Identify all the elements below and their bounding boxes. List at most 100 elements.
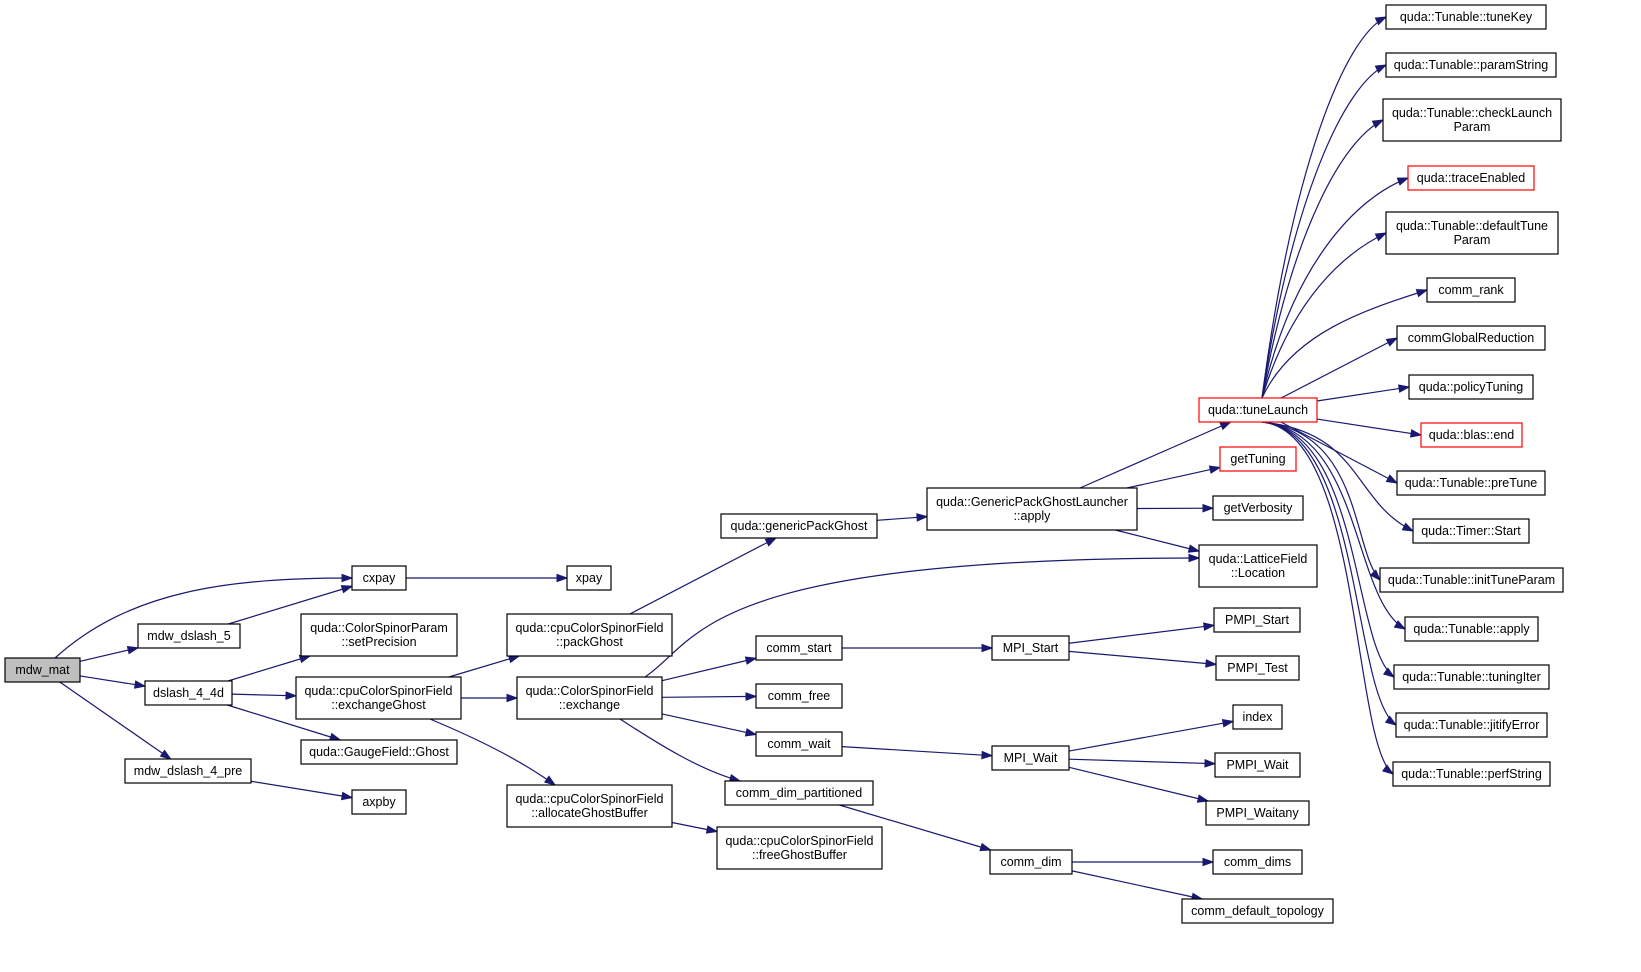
node-box[interactable]	[506, 784, 673, 828]
node-cpu-exchangeghost[interactable]: quda::cpuColorSpinorField::exchangeGhost	[295, 676, 462, 720]
node-mpi-wait[interactable]: MPI_Wait	[991, 745, 1070, 771]
node-tunekey[interactable]: quda::Tunable::tuneKey	[1385, 4, 1547, 30]
node-gettuning[interactable]: getTuning	[1219, 446, 1297, 472]
node-comm-dim[interactable]: comm_dim	[989, 849, 1073, 875]
node-box[interactable]	[1396, 325, 1546, 351]
node-box[interactable]	[716, 826, 883, 870]
node-mdw-dslash-5[interactable]: mdw_dslash_5	[137, 623, 241, 649]
node-comm-default-topology[interactable]: comm_default_topology	[1181, 898, 1334, 924]
node-box[interactable]	[1420, 422, 1523, 448]
node-box[interactable]	[4, 657, 81, 683]
node-box[interactable]	[1382, 98, 1562, 142]
node-paramstring[interactable]: quda::Tunable::paramString	[1385, 52, 1557, 78]
node-commglobalreduction[interactable]: commGlobalReduction	[1396, 325, 1546, 351]
node-box[interactable]	[137, 623, 241, 649]
node-box[interactable]	[1385, 52, 1557, 78]
node-box[interactable]	[1215, 655, 1300, 681]
node-box[interactable]	[1385, 4, 1547, 30]
node-box[interactable]	[1212, 495, 1304, 521]
node-mdw-mat[interactable]: mdw_mat	[4, 657, 81, 683]
node-box[interactable]	[1379, 567, 1564, 593]
node-box[interactable]	[1412, 518, 1530, 544]
node-box[interactable]	[1426, 277, 1516, 303]
node-tunelaunch[interactable]: quda::tuneLaunch	[1198, 397, 1318, 423]
node-box[interactable]	[1385, 211, 1559, 255]
node-inittuneparam[interactable]: quda::Tunable::initTuneParam	[1379, 567, 1564, 593]
node-comm-free[interactable]: comm_free	[755, 683, 843, 709]
node-setprecision[interactable]: quda::ColorSpinorParam::setPrecision	[300, 613, 458, 657]
node-comm-dim-partitioned[interactable]: comm_dim_partitioned	[724, 780, 874, 806]
node-box[interactable]	[1198, 544, 1318, 588]
node-tuningiter[interactable]: quda::Tunable::tuningIter	[1393, 664, 1550, 690]
node-cpu-freeghostbuffer[interactable]: quda::cpuColorSpinorField::freeGhostBuff…	[716, 826, 883, 870]
node-box[interactable]	[516, 676, 663, 720]
node-cpu-packghost[interactable]: quda::cpuColorSpinorField::packGhost	[506, 613, 673, 657]
node-comm-wait[interactable]: comm_wait	[755, 731, 843, 757]
node-box[interactable]	[1232, 704, 1283, 730]
node-pretune[interactable]: quda::Tunable::preTune	[1396, 470, 1546, 496]
node-box[interactable]	[989, 849, 1073, 875]
node-pmpi-test[interactable]: PMPI_Test	[1215, 655, 1300, 681]
node-mpi-start[interactable]: MPI_Start	[991, 635, 1070, 661]
node-index[interactable]: index	[1232, 704, 1283, 730]
node-csf-exchange[interactable]: quda::ColorSpinorField::exchange	[516, 676, 663, 720]
node-box[interactable]	[506, 613, 673, 657]
node-getverbosity[interactable]: getVerbosity	[1212, 495, 1304, 521]
node-comm-start[interactable]: comm_start	[755, 635, 843, 661]
node-box[interactable]	[755, 635, 843, 661]
node-box[interactable]	[300, 739, 458, 765]
node-perfstring[interactable]: quda::Tunable::perfString	[1392, 761, 1551, 787]
node-gauge-ghost[interactable]: quda::GaugeField::Ghost	[300, 739, 458, 765]
node-axpby[interactable]: axpby	[351, 789, 407, 815]
node-policytuning[interactable]: quda::policyTuning	[1408, 374, 1534, 400]
node-genericpackghost[interactable]: quda::genericPackGhost	[720, 513, 878, 539]
node-box[interactable]	[755, 731, 843, 757]
node-box[interactable]	[1213, 607, 1301, 633]
node-launcher-apply[interactable]: quda::GenericPackGhostLauncher::apply	[926, 487, 1138, 531]
node-box[interactable]	[724, 780, 874, 806]
node-comm-dims[interactable]: comm_dims	[1212, 849, 1303, 875]
node-box[interactable]	[144, 680, 233, 706]
node-cpu-allocateghostbuffer[interactable]: quda::cpuColorSpinorField::allocateGhost…	[506, 784, 673, 828]
node-jitifyerror[interactable]: quda::Tunable::jitifyError	[1395, 712, 1548, 738]
node-box[interactable]	[1181, 898, 1334, 924]
node-box[interactable]	[1393, 664, 1550, 690]
node-box[interactable]	[351, 789, 407, 815]
node-blas-end[interactable]: quda::blas::end	[1420, 422, 1523, 448]
node-tunable-apply[interactable]: quda::Tunable::apply	[1404, 616, 1539, 642]
node-box[interactable]	[1214, 752, 1301, 778]
node-box[interactable]	[1198, 397, 1318, 423]
node-box[interactable]	[1219, 446, 1297, 472]
node-box[interactable]	[1205, 800, 1310, 826]
node-cxpay[interactable]: cxpay	[351, 565, 407, 591]
node-traceenabled[interactable]: quda::traceEnabled	[1407, 165, 1535, 191]
node-box[interactable]	[926, 487, 1138, 531]
node-box[interactable]	[1396, 470, 1546, 496]
node-box[interactable]	[1395, 712, 1548, 738]
node-box[interactable]	[1407, 165, 1535, 191]
node-box[interactable]	[124, 758, 252, 784]
node-timer-start[interactable]: quda::Timer::Start	[1412, 518, 1530, 544]
node-mdw-dslash-4-pre[interactable]: mdw_dslash_4_pre	[124, 758, 252, 784]
node-pmpi-wait[interactable]: PMPI_Wait	[1214, 752, 1301, 778]
node-box[interactable]	[1408, 374, 1534, 400]
node-box[interactable]	[755, 683, 843, 709]
node-box[interactable]	[300, 613, 458, 657]
node-box[interactable]	[566, 565, 612, 591]
node-lattice-location[interactable]: quda::LatticeField::Location	[1198, 544, 1318, 588]
node-box[interactable]	[1404, 616, 1539, 642]
node-comm-rank[interactable]: comm_rank	[1426, 277, 1516, 303]
node-box[interactable]	[1212, 849, 1303, 875]
node-dslash-4-4d[interactable]: dslash_4_4d	[144, 680, 233, 706]
node-xpay[interactable]: xpay	[566, 565, 612, 591]
node-box[interactable]	[720, 513, 878, 539]
node-box[interactable]	[351, 565, 407, 591]
node-box[interactable]	[295, 676, 462, 720]
node-pmpi-start[interactable]: PMPI_Start	[1213, 607, 1301, 633]
node-box[interactable]	[991, 745, 1070, 771]
node-box[interactable]	[991, 635, 1070, 661]
node-pmpi-waitany[interactable]: PMPI_Waitany	[1205, 800, 1310, 826]
node-box[interactable]	[1392, 761, 1551, 787]
